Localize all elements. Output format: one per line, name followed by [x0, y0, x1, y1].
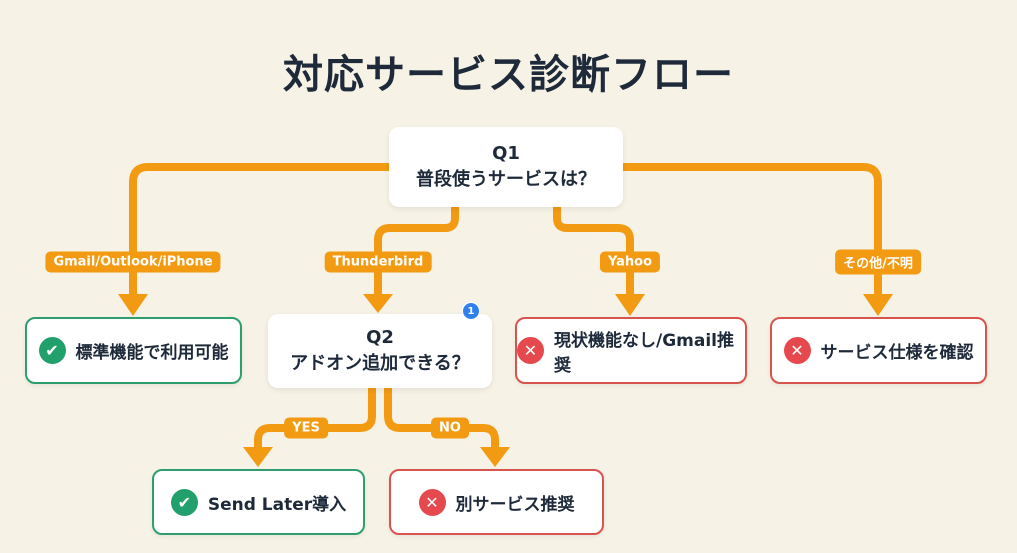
arrow-head	[363, 294, 393, 313]
check-icon: ✔	[38, 337, 66, 364]
result-other: ✕ サービス仕様を確認	[770, 317, 987, 384]
cross-icon: ✕	[783, 337, 811, 364]
result-sendlater: ✔ Send Later導入	[152, 469, 365, 535]
branch-label-yahoo: Yahoo	[599, 251, 661, 273]
connector-yahoo	[553, 207, 634, 296]
cross-icon: ✕	[517, 337, 544, 364]
branch-label-yes: YES	[284, 417, 328, 439]
result-yahoo: ✕ 現状機能なし/Gmail推奨	[515, 317, 747, 384]
arrow-head	[480, 447, 510, 467]
question-q1: Q1 普段使うサービスは？	[389, 127, 623, 207]
arrow-head	[118, 294, 148, 316]
check-icon: ✔	[170, 488, 198, 516]
branch-label-no: NO	[431, 417, 469, 439]
branch-label-gmail: Gmail/Outlook/iPhone	[45, 251, 221, 273]
result-text: サービス仕様を確認	[820, 343, 974, 363]
branch-label-other: その他/不明	[835, 249, 921, 275]
q2-text: アドオン追加できる？	[290, 353, 470, 374]
connector-other	[620, 163, 882, 296]
q2-id: Q2	[366, 327, 394, 348]
result-text: 標準機能で利用可能	[75, 343, 229, 363]
result-text: 現状機能なし/Gmail推奨	[554, 330, 735, 376]
connector-thunderbird	[374, 207, 459, 296]
result-text: 別サービス推奨	[455, 494, 575, 515]
result-standard: ✔ 標準機能で利用可能	[25, 317, 242, 384]
notification-badge: 1	[462, 302, 480, 320]
connector-gmail	[129, 163, 395, 296]
result-text: Send Later導入	[207, 494, 347, 515]
result-alt: ✕ 別サービス推奨	[389, 469, 604, 535]
q1-id: Q1	[492, 143, 520, 164]
arrow-head	[863, 294, 893, 316]
arrow-head	[243, 447, 273, 467]
cross-icon: ✕	[418, 488, 446, 516]
branch-label-thunderbird: Thunderbird	[324, 251, 432, 273]
arrow-head	[615, 294, 645, 316]
q1-text: 普段使うサービスは？	[416, 169, 596, 190]
page-title: 対応サービス診断フロー	[283, 52, 734, 98]
question-q2: Q2 アドオン追加できる？	[268, 314, 492, 388]
